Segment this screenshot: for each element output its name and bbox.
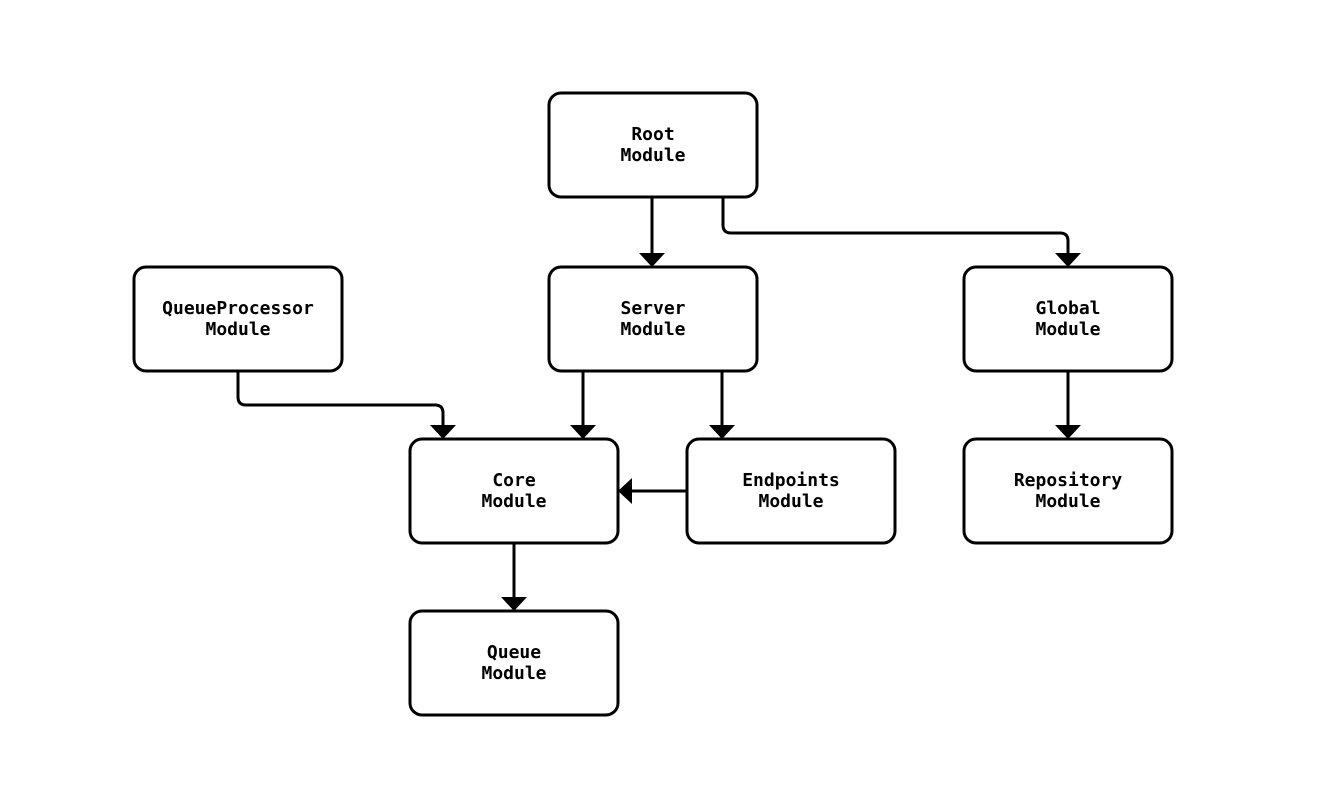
- node-label-line: Module: [1035, 491, 1100, 512]
- node-label-line: Module: [620, 145, 685, 166]
- arrowhead-icon: [570, 425, 596, 439]
- arrowhead-icon: [430, 425, 456, 439]
- node-label-line: Global: [1035, 298, 1100, 319]
- edge-line-root-to-global: [721, 197, 1070, 253]
- node-box-endpoints: [685, 437, 897, 545]
- edge-root-to-server: [639, 197, 665, 267]
- node-label-line: Queue: [487, 642, 541, 663]
- node-label-line: QueueProcessor: [162, 298, 314, 319]
- node-label-line: Module: [205, 319, 270, 340]
- edge-queueprocessor-to-core: [236, 371, 456, 439]
- edge-server-to-endpoints: [709, 371, 735, 439]
- node-label-line: Endpoints: [742, 470, 840, 491]
- edge-server-to-core: [570, 371, 596, 439]
- node-label-line: Root: [631, 124, 674, 145]
- arrowhead-icon: [1055, 253, 1081, 267]
- node-label-line: Core: [492, 470, 536, 491]
- node-label-line: Server: [620, 298, 685, 319]
- edge-root-to-global: [721, 197, 1081, 267]
- node-label-line: Repository: [1014, 470, 1123, 491]
- node-label-line: Module: [620, 319, 685, 340]
- node-box-global: [962, 265, 1174, 373]
- node-box-repository: [962, 437, 1174, 545]
- edge-core-to-queue: [501, 543, 527, 611]
- arrowhead-icon: [639, 253, 665, 267]
- node-label-line: Module: [481, 491, 546, 512]
- node-label-line: Module: [481, 663, 546, 684]
- arrowhead-icon: [709, 425, 735, 439]
- arrowhead-icon: [1055, 425, 1081, 439]
- node-label-line: Module: [1035, 319, 1100, 340]
- node-box-server: [547, 265, 759, 373]
- edge-endpoints-to-core: [618, 478, 687, 504]
- node-label-line: Module: [758, 491, 823, 512]
- arrowhead-icon: [618, 478, 632, 504]
- node-box-core: [408, 437, 620, 545]
- edge-global-to-repository: [1055, 371, 1081, 439]
- arrowhead-icon: [501, 597, 527, 611]
- node-box-queue: [408, 609, 620, 717]
- node-box-root: [547, 91, 759, 199]
- node-box-queueprocessor: [132, 265, 344, 373]
- edge-line-queueprocessor-to-core: [236, 371, 445, 425]
